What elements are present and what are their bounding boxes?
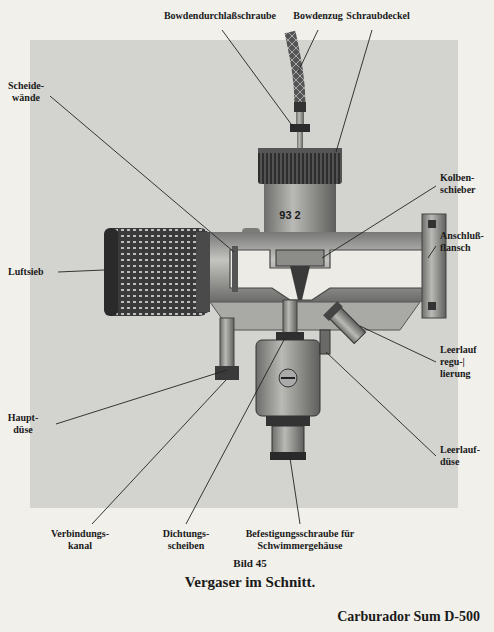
bowden-cable: [290, 32, 300, 104]
cable-screw: [294, 102, 306, 112]
part-label: Bowdenzug: [283, 10, 353, 22]
part-label: Verbindungs- kanal: [40, 528, 120, 552]
flange: [422, 214, 446, 318]
bowl-screw: [272, 426, 304, 456]
sealing-washer: [276, 332, 304, 340]
idle-jet: [320, 330, 330, 354]
screw-cap: [258, 148, 342, 184]
part-label: Befestigungsschraube für Schwimmergehäus…: [230, 528, 370, 552]
part-label: Scheide- wände: [3, 80, 49, 104]
air-filter: [104, 228, 210, 316]
part-label: Carburador Sum D-500: [260, 608, 480, 625]
part-label: Schraubdeckel: [333, 10, 423, 22]
carb-body: [200, 232, 428, 302]
part-label: Leerlauf regu-| lierung: [440, 344, 490, 380]
part-label: Bowdendurchlaßschraube: [150, 10, 290, 22]
part-label: Kolben- schieber: [440, 172, 490, 196]
part-label: Haupt- düse: [3, 412, 43, 436]
part-label: Dichtungs- scheiben: [151, 528, 221, 552]
connection-channel: [220, 318, 234, 370]
part-label: Anschluß- flansch: [440, 230, 490, 254]
leader-lines: [50, 30, 436, 524]
part-label: Luftsieb: [8, 266, 58, 278]
float-bowl: [256, 340, 320, 416]
figure-caption: Vergaser im Schnitt.: [100, 574, 400, 591]
part-label: Bild 45: [200, 556, 300, 570]
part-label: 93 2: [270, 208, 310, 222]
needle: [290, 266, 310, 300]
photo-ground: [30, 40, 458, 508]
part-label: Leerlauf- düse: [440, 444, 490, 468]
